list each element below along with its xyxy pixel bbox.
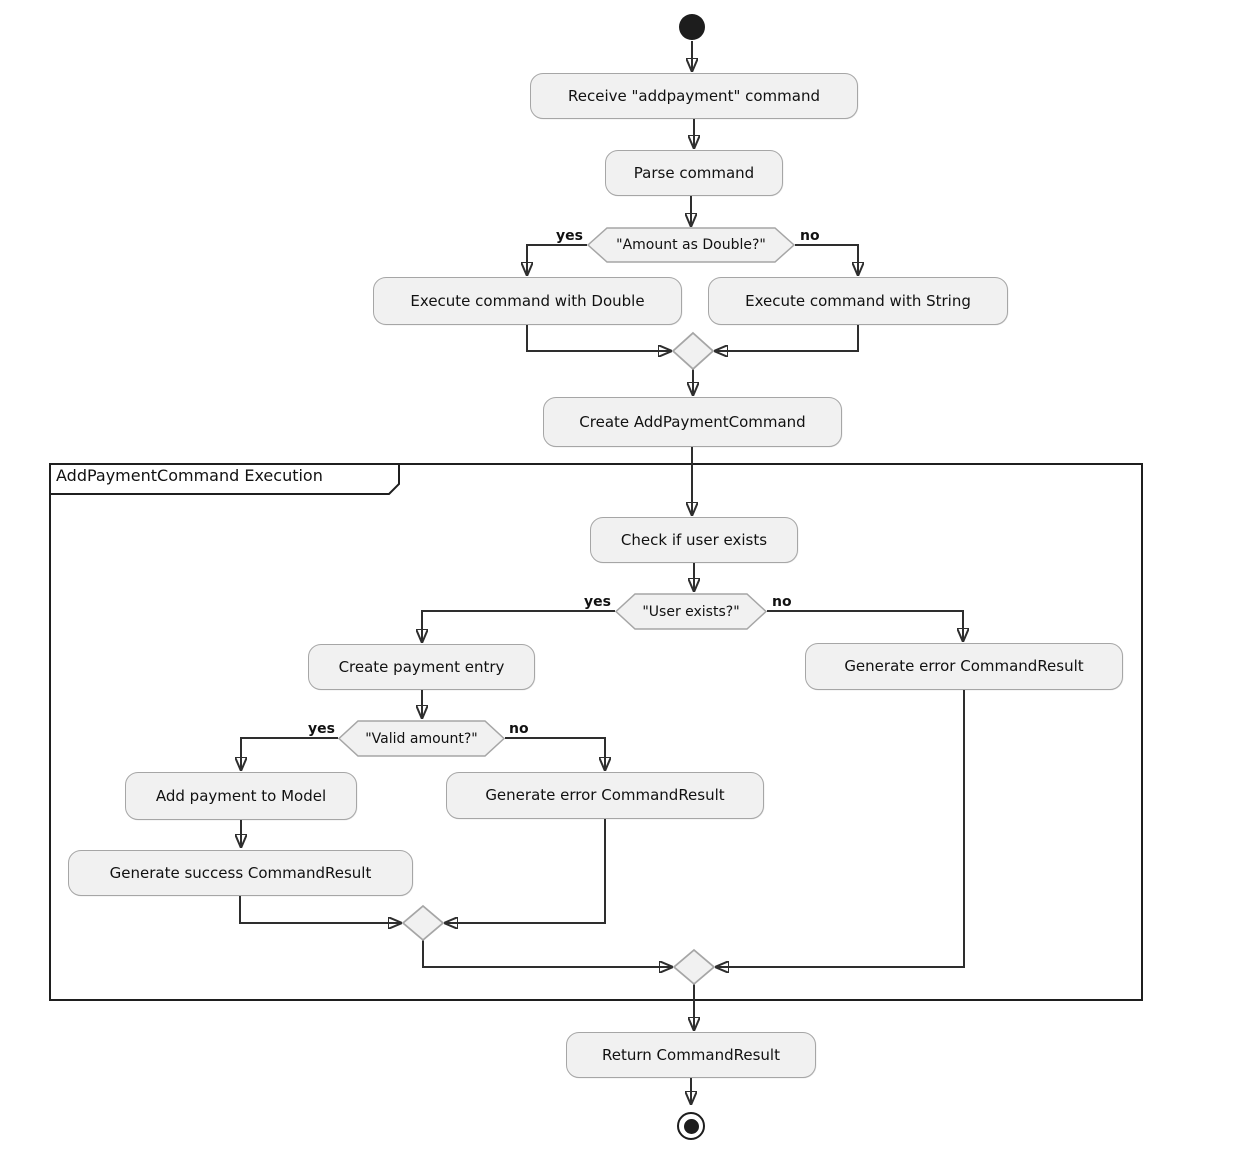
- activity-check-user-exists: Check if user exists: [590, 517, 798, 563]
- partition-tab-shape: [49, 463, 400, 495]
- branch-label-yes-amount: yes: [556, 228, 583, 244]
- branch-label-no-user: no: [772, 594, 792, 610]
- partition-tab: AddPaymentCommand Execution: [49, 463, 401, 496]
- decision-shape: [338, 720, 505, 757]
- activity-execute-string: Execute command with String: [708, 277, 1008, 325]
- branch-label-no-amount: no: [800, 228, 820, 244]
- decision-amount-double-label: "Amount as Double?": [616, 237, 766, 253]
- activity-add-payment-to-model: Add payment to Model: [125, 772, 357, 820]
- merge-diamond-user: [672, 948, 716, 986]
- merge-diamond-valid: [401, 904, 445, 942]
- decision-amount-double: "Amount as Double?": [587, 227, 795, 263]
- activity-return-commandresult: Return CommandResult: [566, 1032, 816, 1078]
- edges: [240, 41, 964, 1104]
- decision-user-exists-label: "User exists?": [642, 603, 740, 620]
- partition-title: AddPaymentCommand Execution: [56, 466, 323, 485]
- merge-diamond-amount: [671, 331, 715, 371]
- start-node: [679, 14, 705, 40]
- decision-user-exists: "User exists?": [615, 593, 767, 630]
- decision-valid-amount-label: "Valid amount?": [365, 730, 478, 747]
- end-node-dot: [683, 1118, 699, 1134]
- branch-label-no-valid: no: [509, 721, 529, 737]
- activity-receive-command: Receive "addpayment" command: [530, 73, 858, 119]
- activity-generate-error-user: Generate error CommandResult: [805, 643, 1123, 690]
- branch-label-yes-user: yes: [584, 594, 611, 610]
- activity-create-addpaymentcommand: Create AddPaymentCommand: [543, 397, 842, 447]
- activity-generate-error-amount: Generate error CommandResult: [446, 772, 764, 819]
- activity-parse-command: Parse command: [605, 150, 783, 196]
- activity-execute-double: Execute command with Double: [373, 277, 682, 325]
- activity-generate-success: Generate success CommandResult: [68, 850, 413, 896]
- decision-valid-amount: "Valid amount?": [338, 720, 505, 757]
- branch-label-yes-valid: yes: [308, 721, 335, 737]
- activity-create-payment-entry: Create payment entry: [308, 644, 535, 690]
- end-node: [677, 1112, 705, 1140]
- partition-frame: [49, 463, 1143, 1001]
- decision-shape: [587, 227, 795, 263]
- decision-shape: [615, 593, 767, 630]
